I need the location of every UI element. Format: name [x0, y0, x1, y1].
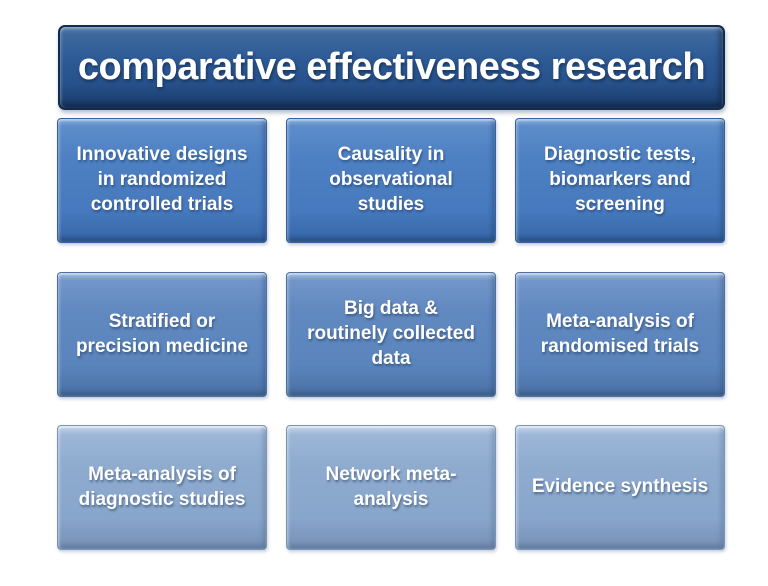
topic-box-innovative-designs: Innovative designs in randomized control…: [57, 118, 267, 243]
topic-box-network-meta-analysis: Network meta-analysis: [286, 425, 496, 550]
topic-box-causality-observational: Causality in observational studies: [286, 118, 496, 243]
topic-label: Causality in observational studies: [329, 144, 453, 215]
topic-box-evidence-synthesis: Evidence synthesis: [515, 425, 725, 550]
topic-box-meta-analysis-diagnostic-studies: Meta-analysis of diagnostic studies: [57, 425, 267, 550]
topic-box-big-data: Big data & routinely collected data: [286, 272, 496, 397]
topic-label: Evidence synthesis: [531, 476, 709, 498]
topic-label: Big data & routinely collected data: [307, 298, 475, 369]
title-banner: comparative effectiveness research: [58, 25, 725, 110]
topic-box-diagnostic-tests: Diagnostic tests, biomarkers and screeni…: [515, 118, 725, 243]
topic-label: Stratified or precision medicine: [75, 310, 249, 357]
topic-label: Meta-analysis of randomised trials: [540, 310, 700, 357]
page-title: comparative effectiveness research: [77, 46, 706, 88]
topic-label: Meta-analysis of diagnostic studies: [78, 463, 246, 510]
topic-label: Diagnostic tests, biomarkers and screeni…: [543, 144, 697, 215]
topic-box-meta-analysis-randomised-trials: Meta-analysis of randomised trials: [515, 272, 725, 397]
topic-label: Network meta-analysis: [325, 463, 457, 510]
topic-label: Innovative designs in randomized control…: [76, 144, 248, 215]
topic-box-stratified-medicine: Stratified or precision medicine: [57, 272, 267, 397]
